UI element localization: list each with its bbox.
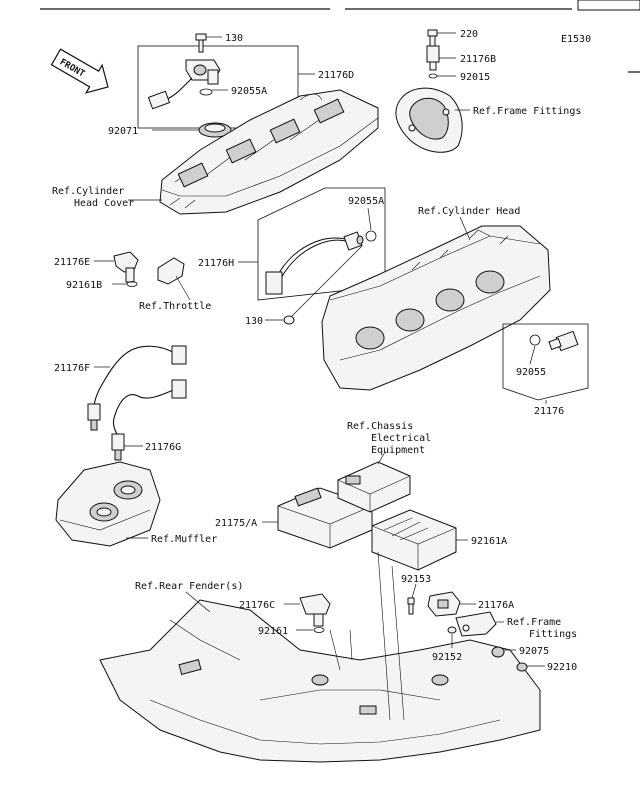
label-ref-frame-top: Ref.Frame Fittings [473, 106, 581, 117]
label-21176F: 21176F [54, 363, 90, 374]
connector-21176H-icon [265, 271, 283, 295]
o2-sensor-21176F-icon [87, 403, 101, 431]
sensor-21176C-group [284, 593, 331, 633]
label-ref-cyl-cover-1: Ref.Cylinder [52, 186, 124, 197]
label-130-mid: 130 [245, 316, 263, 327]
frame-fitting-top-icon [395, 87, 463, 153]
label-92161: 92161 [258, 626, 288, 637]
label-92153: 92153 [401, 574, 431, 585]
o-ring-92055A-mid-icon [365, 230, 377, 242]
sensor-21176A-icon [427, 591, 461, 617]
sensor-21176E-group [94, 251, 191, 301]
label-21176A: 21176A [478, 600, 514, 611]
leader-ref-rear-fender [185, 591, 211, 613]
label-92015: 92015 [460, 72, 490, 83]
label-92055: 92055 [516, 367, 546, 378]
label-ref-frame-bottom-1: Ref.Frame [507, 617, 561, 628]
nut-92210-icon [516, 662, 528, 672]
bolt-220-icon [427, 29, 438, 47]
label-92152: 92152 [432, 652, 462, 663]
label-ref-chassis-2: Electrical [371, 433, 431, 444]
sensor-21176B-icon [426, 45, 440, 71]
leaders-middle [238, 207, 372, 321]
connector-21176D-icon [147, 90, 171, 110]
leader-ecu-to-fender [391, 565, 405, 721]
label-ref-frame-bottom-2: Fittings [529, 629, 577, 640]
label-ref-muffler: Ref.Muffler [151, 534, 217, 545]
label-92161A: 92161A [471, 536, 507, 547]
grommet-92075-icon [491, 646, 505, 658]
sensor-21176H-icon [343, 231, 364, 251]
sensor-21176A-group [407, 583, 545, 672]
label-ref-cyl-head: Ref.Cylinder Head [418, 206, 520, 217]
sensor-21176-icon [548, 330, 579, 352]
label-92210: 92210 [547, 662, 577, 673]
collar-92152-icon [447, 626, 457, 634]
diagram-code: E1530 [561, 34, 591, 45]
cylinder-head-cover-icon [159, 89, 379, 215]
ecu-bracket-92161A-icon [371, 509, 457, 571]
label-ref-chassis-1: Ref.Chassis [347, 421, 413, 432]
leaders-upper-right [437, 32, 470, 111]
label-130-top: 130 [225, 33, 243, 44]
sensor-21176C-icon [299, 593, 331, 627]
label-220: 220 [460, 29, 478, 40]
ecu-group [262, 451, 468, 571]
o-ring-92161-icon [313, 627, 325, 633]
bolt-130-mid-icon [283, 315, 295, 325]
label-21176D: 21176D [318, 70, 354, 81]
label-21175A: 21175/A [215, 518, 257, 529]
sensor-21176-group [502, 323, 589, 404]
sensor-21176F-group [87, 345, 187, 461]
sensor-21176D-icon [185, 59, 221, 85]
o2-sensor-21176G-icon [111, 433, 125, 461]
label-92161B: 92161B [66, 280, 102, 291]
o-ring-92055-icon [529, 334, 541, 346]
label-21176E: 21176E [54, 257, 90, 268]
chassis-electrical-icon [337, 461, 411, 513]
frame-fitting-bottom-icon [455, 611, 497, 637]
header-rules [40, 0, 640, 73]
label-21176B: 21176B [460, 54, 496, 65]
bolt-130-icon [195, 33, 207, 53]
leader-ref-cyl-head [459, 216, 471, 241]
label-92055A-mid: 92055A [348, 196, 384, 207]
bolt-92153-icon [407, 597, 415, 615]
label-21176C: 21176C [239, 600, 275, 611]
leader-ecu-to-fender-2 [377, 551, 391, 721]
rear-fender-icon [99, 599, 541, 763]
label-92071: 92071 [108, 126, 138, 137]
sensor-21176H-group [257, 187, 386, 325]
label-92055A-top: 92055A [231, 86, 267, 97]
connector-21176F-b-icon [171, 379, 187, 399]
label-ref-throttle: Ref.Throttle [139, 301, 211, 312]
label-92075: 92075 [519, 646, 549, 657]
leaders-upper-left [128, 36, 315, 201]
throttle-body-icon [157, 257, 191, 301]
muffler-icon [55, 461, 161, 547]
label-21176H: 21176H [198, 258, 234, 269]
washer-92015-icon [428, 73, 438, 79]
label-ref-chassis-3: Equipment [371, 445, 425, 456]
cylinder-head-icon [321, 225, 551, 391]
sensor-21176B-group [395, 29, 463, 153]
label-ref-cyl-cover-2: Head Cover [74, 198, 134, 209]
label-21176G: 21176G [145, 442, 181, 453]
label-ref-rear-fender: Ref.Rear Fender(s) [135, 581, 243, 592]
front-arrow-icon: FRONT [50, 48, 109, 94]
label-21176: 21176 [534, 406, 564, 417]
connector-21176F-a-icon [171, 345, 187, 365]
o-ring-92055A-icon [199, 88, 213, 96]
sensor-21176D-group [137, 33, 299, 138]
sensor-21176E-icon [113, 251, 139, 283]
